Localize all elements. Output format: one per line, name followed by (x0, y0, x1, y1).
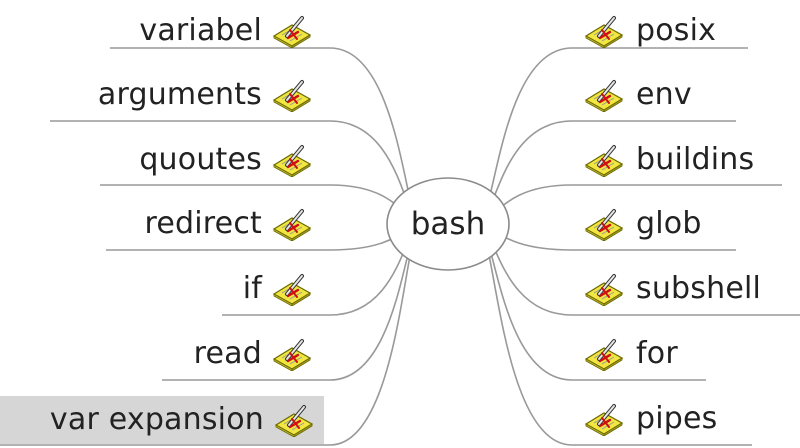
topic-label: posix (636, 13, 717, 48)
topic-label: env (636, 77, 692, 112)
edit-icon (272, 143, 316, 178)
topic-label: quoutes (139, 142, 262, 177)
edit-icon (274, 403, 318, 438)
topic-label: read (193, 336, 262, 371)
edit-icon (584, 402, 628, 437)
edit-icon (584, 207, 628, 242)
topic-env[interactable]: env (584, 77, 784, 113)
topic-arguments[interactable]: arguments (50, 77, 316, 113)
edit-icon (272, 207, 316, 242)
topic-subshell[interactable]: subshell (584, 271, 798, 307)
edit-icon (584, 14, 628, 49)
topic-label: redirect (144, 206, 262, 241)
topic-label: if (242, 271, 262, 306)
topic-label: arguments (97, 77, 262, 112)
topic-label: for (636, 336, 678, 371)
topic-label: var expansion (49, 402, 264, 437)
topic-read[interactable]: read (162, 336, 316, 372)
edit-icon (272, 337, 316, 372)
topic-variabel[interactable]: variabel (110, 13, 316, 49)
topic-if[interactable]: if (222, 271, 316, 307)
central-topic-ellipse (386, 177, 510, 271)
edit-icon (272, 14, 316, 49)
central-topic-label: bash (410, 206, 486, 242)
edit-icon (272, 78, 316, 113)
topic-pipes[interactable]: pipes (584, 401, 784, 437)
topic-label: pipes (636, 401, 718, 436)
topic-label: glob (636, 206, 702, 241)
edit-icon (584, 143, 628, 178)
topic-label: subshell (636, 271, 762, 306)
topic-for[interactable]: for (584, 336, 784, 372)
edit-icon (272, 272, 316, 307)
topic-label: variabel (139, 13, 262, 48)
topic-glob[interactable]: glob (584, 206, 784, 242)
edit-icon (584, 337, 628, 372)
topic-posix[interactable]: posix (584, 13, 784, 49)
topic-buildins[interactable]: buildins (584, 142, 794, 178)
central-topic[interactable]: bash (386, 176, 510, 272)
topic-redirect[interactable]: redirect (106, 206, 316, 242)
edit-icon (584, 78, 628, 113)
edit-icon (584, 272, 628, 307)
topic-var-expansion[interactable]: var expansion (0, 396, 324, 444)
topic-label: buildins (636, 142, 755, 177)
topic-quoutes[interactable]: quoutes (100, 142, 316, 178)
